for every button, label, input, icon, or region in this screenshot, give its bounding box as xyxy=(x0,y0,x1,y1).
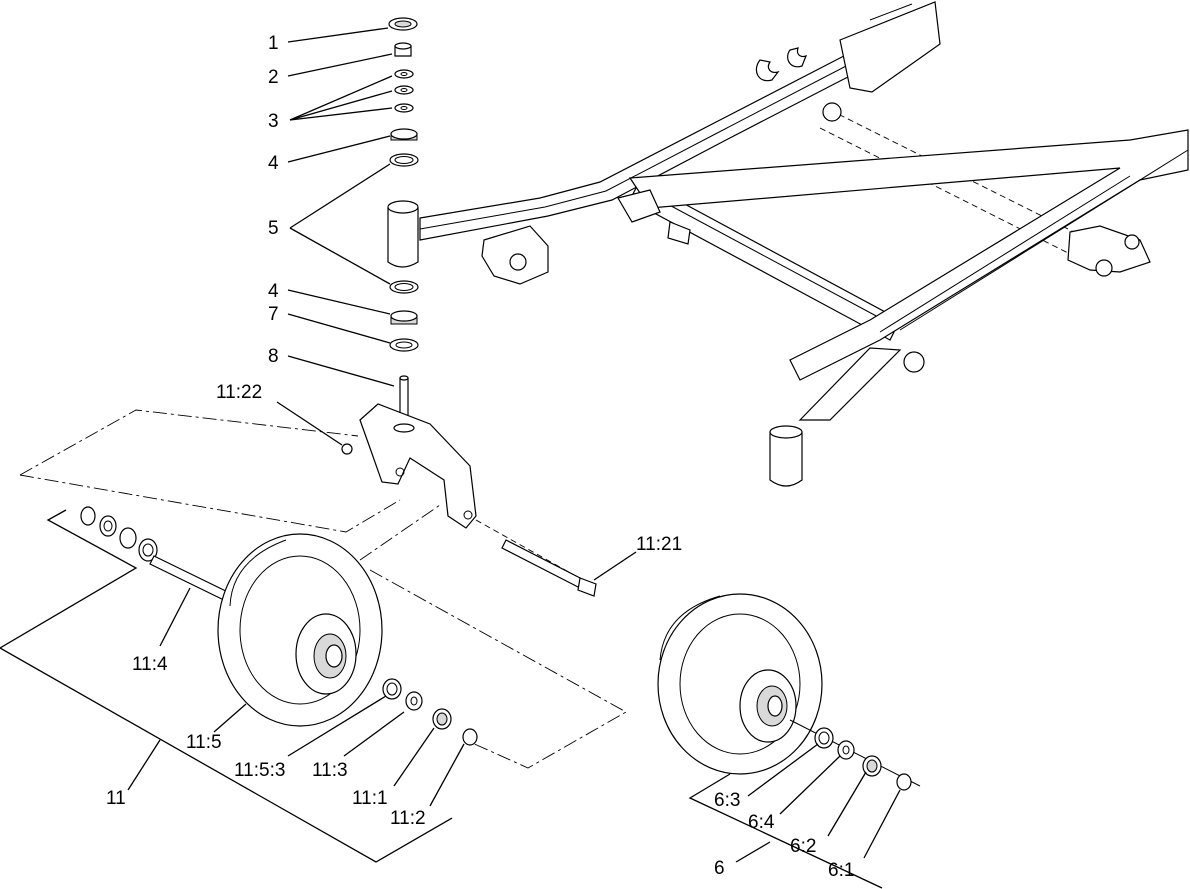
callout-11-2: 11:2 xyxy=(390,808,426,829)
callout-2: 2 xyxy=(268,67,279,88)
callout-11-22: 11:22 xyxy=(216,382,262,403)
callout-labels: 1 2 3 4 5 4 7 8 11:22 11:21 11:4 11:5 11… xyxy=(106,33,854,881)
callout-11-5: 11:5 xyxy=(186,732,222,753)
callout-7: 7 xyxy=(268,304,279,325)
callout-8: 8 xyxy=(268,346,279,367)
callout-5: 5 xyxy=(268,218,279,239)
callout-6-2: 6:2 xyxy=(790,836,816,857)
callout-3: 3 xyxy=(268,111,279,132)
leader-lines xyxy=(0,27,901,889)
callout-11-21: 11:21 xyxy=(636,534,682,555)
left-wheel-assembly xyxy=(80,506,597,746)
right-wheel-assembly xyxy=(657,593,921,791)
callout-6: 6 xyxy=(714,858,725,879)
callout-4-lower: 4 xyxy=(268,281,279,302)
callout-11-5-3: 11:5:3 xyxy=(234,760,285,781)
axle-dashed-guides xyxy=(19,409,627,769)
callout-11-1: 11:1 xyxy=(352,788,388,809)
callout-6-1: 6:1 xyxy=(828,860,854,881)
callout-11-3: 11:3 xyxy=(312,760,348,781)
callout-11: 11 xyxy=(106,788,126,809)
callout-6-4: 6:4 xyxy=(748,812,775,833)
callout-6-3: 6:3 xyxy=(714,790,740,811)
callout-11-4: 11:4 xyxy=(132,654,168,675)
callout-4-upper: 4 xyxy=(268,153,279,174)
callout-1: 1 xyxy=(268,33,279,54)
spindle-parts xyxy=(341,17,477,529)
mower-frame xyxy=(387,1,1189,487)
